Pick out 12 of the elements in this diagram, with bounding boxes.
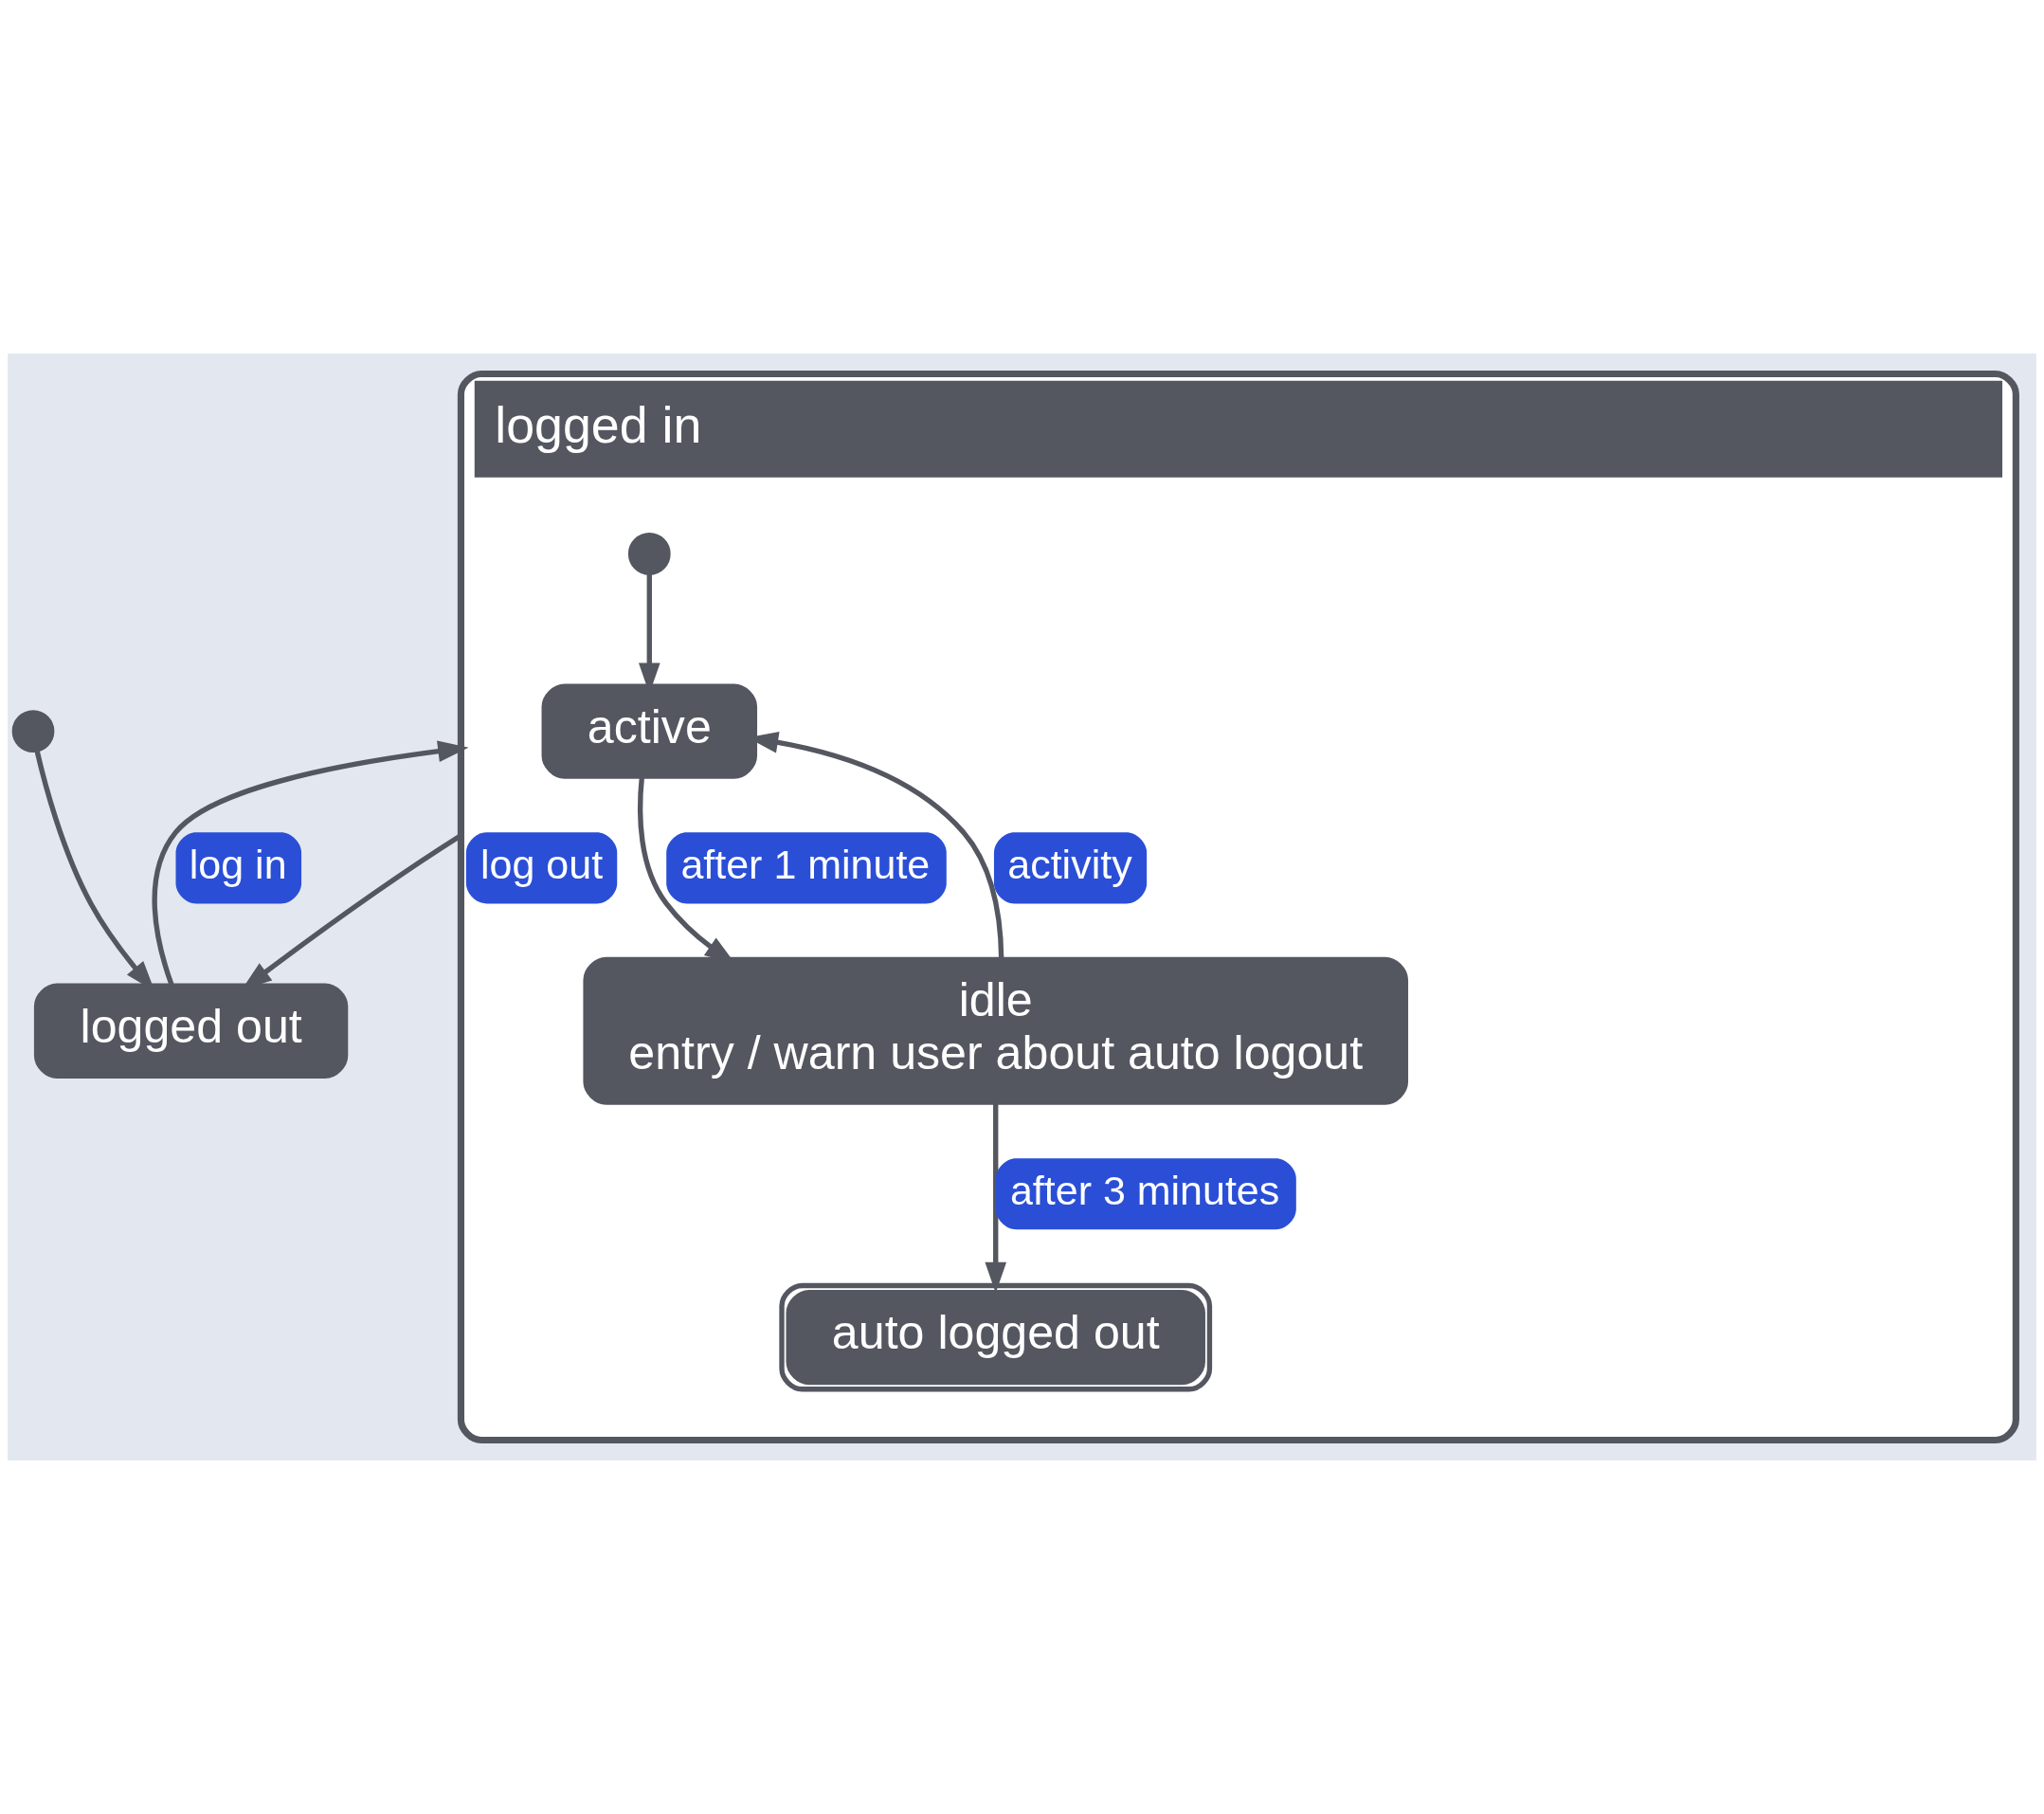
arrow — [152, 740, 469, 987]
node-circle — [11, 710, 55, 753]
edge-label: after 1 minute — [680, 841, 931, 887]
edge-label: activity — [1007, 841, 1132, 887]
node-box: active — [541, 683, 758, 779]
node-circle — [627, 533, 671, 575]
edge-label: log in — [189, 841, 287, 887]
node-box: auto logged out — [779, 1282, 1213, 1392]
node-box: idle entry / warn user about auto logout — [583, 956, 1409, 1105]
edge-label: log out — [480, 841, 604, 887]
node-box: logged out — [33, 983, 349, 1079]
edge-label: after 3 minutes — [1009, 1167, 1280, 1213]
